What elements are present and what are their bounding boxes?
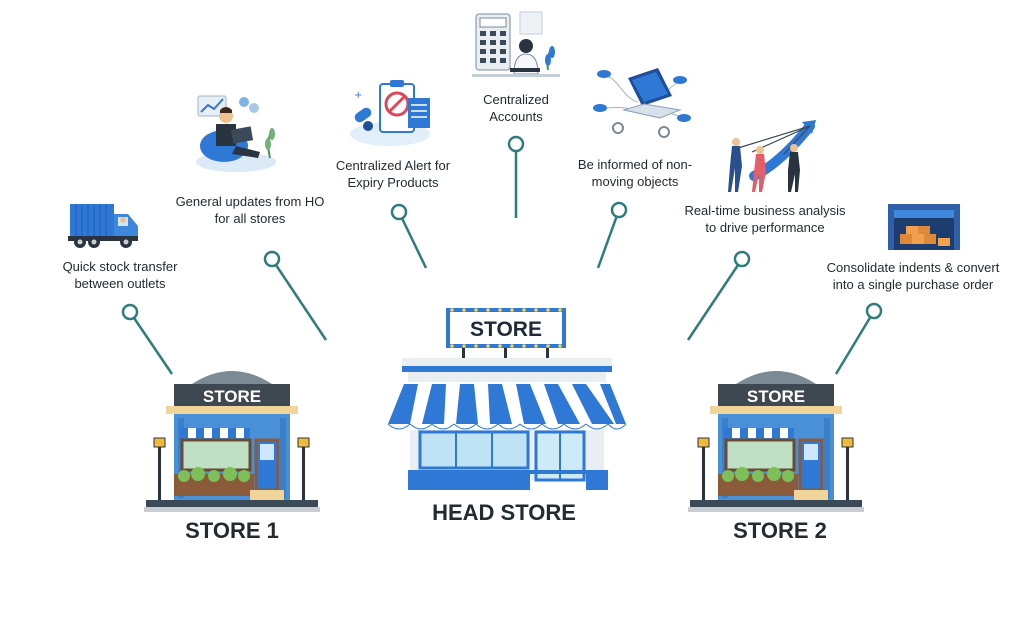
connector-node-consolidate [865, 302, 883, 320]
store-1-caption: STORE 1 [185, 518, 279, 543]
feature-label-line: to drive performance [705, 220, 825, 235]
feature-label-line: Expiry Products [347, 175, 439, 190]
feature-label-line: Centralized Alert for [335, 158, 451, 173]
warehouse-boxes-icon [886, 204, 962, 252]
connector-node-expiry-alert [390, 203, 408, 221]
connector-node-non-moving [610, 201, 628, 219]
feature-label-consolidate: Consolidate indents & convert into a sin… [808, 259, 1018, 293]
connector-line-business-analysis [686, 258, 744, 341]
store-2-building: STORE [688, 371, 864, 512]
feature-label-accounts: Centralized Accounts [466, 91, 566, 125]
connector-node-general-updates [263, 250, 281, 268]
feature-label-business-analysis: Real-time business analysis to drive per… [670, 202, 860, 236]
feature-label-non-moving: Be informed of non- moving objects [560, 156, 710, 190]
connector-node-stock-transfer [121, 303, 139, 321]
feature-label-line: Quick stock transfer [62, 259, 178, 274]
feature-label-line: between outlets [74, 276, 166, 291]
delivery-truck-icon [68, 200, 140, 250]
connector-line-non-moving [596, 209, 621, 269]
feature-label-line: Accounts [489, 109, 543, 124]
connector-node-accounts [507, 135, 525, 153]
store-2-caption: STORE 2 [733, 518, 827, 543]
feature-label-general-updates: General updates from HO for all stores [150, 193, 350, 227]
svg-text:+: + [354, 90, 362, 101]
expiry-alert-clipboard-icon: + [344, 76, 436, 150]
feature-label-expiry-alert: Centralized Alert for Expiry Products [318, 157, 468, 191]
connector-node-business-analysis [733, 250, 751, 268]
connector-line-general-updates [270, 258, 328, 341]
head-store-caption: HEAD STORE [432, 500, 576, 525]
feature-label-stock-transfer: Quick stock transfer between outlets [30, 258, 210, 292]
feature-label-line: moving objects [591, 174, 679, 189]
accountant-calculator-icon [472, 8, 562, 82]
connector-line-stock-transfer [128, 311, 174, 375]
connector-line-consolidate [834, 310, 876, 375]
laptop-network-icon [588, 58, 694, 142]
feature-label-line: for all stores [214, 211, 286, 226]
feature-label-line: Consolidate indents & convert [826, 260, 1000, 275]
head-store-sign: STORE [470, 318, 542, 341]
store-1-sign: STORE [203, 387, 261, 406]
team-pulling-growth-arrow-icon [724, 116, 824, 196]
feature-label-line: Centralized [483, 92, 549, 107]
connector-line-expiry-alert [397, 211, 428, 269]
head-store-building: STORE [387, 308, 627, 490]
feature-label-line: Real-time business analysis [684, 203, 846, 218]
feature-label-line: into a single purchase order [832, 277, 994, 292]
store-1-building: STORE [144, 371, 320, 512]
feature-label-line: General updates from HO [175, 194, 325, 209]
store-2-sign: STORE [747, 387, 805, 406]
person-with-laptop-icon [188, 88, 284, 178]
feature-label-line: Be informed of non- [577, 157, 693, 172]
